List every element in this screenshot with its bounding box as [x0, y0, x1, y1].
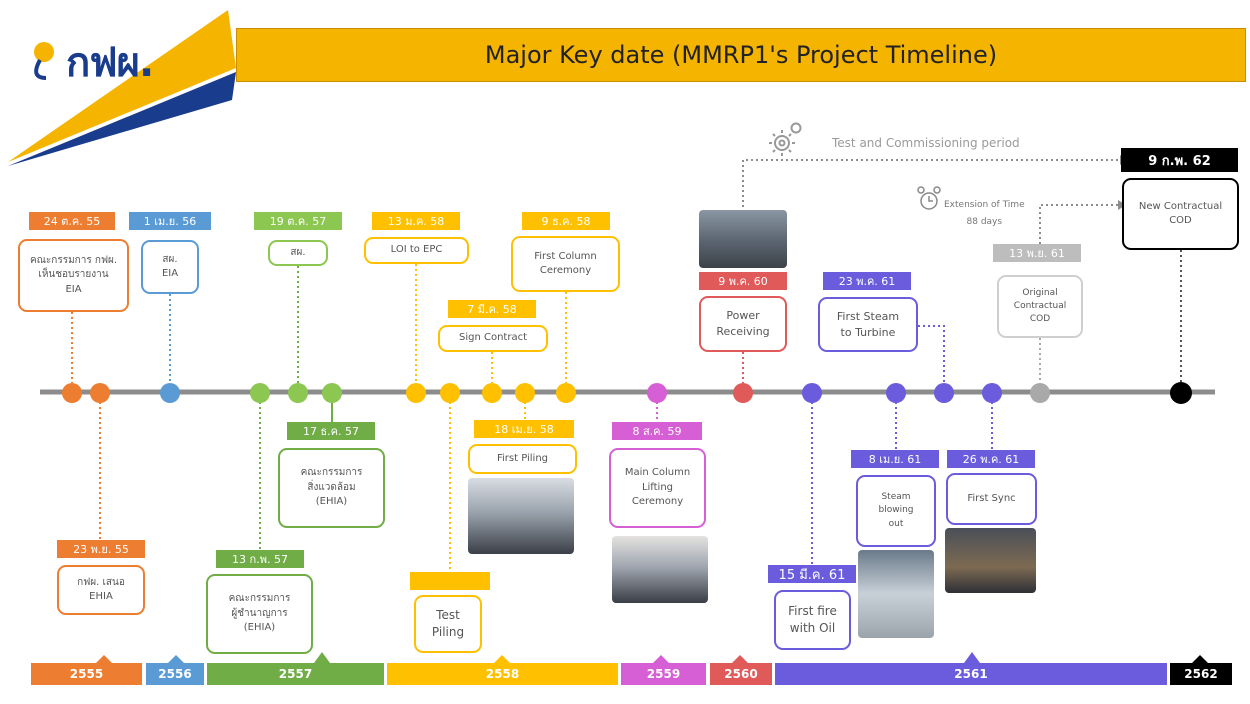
year-bar-2561: 2561	[775, 663, 1167, 685]
date-tag-e8	[410, 572, 490, 590]
alarm-clock-icon	[917, 186, 941, 210]
event-box-e16: Steam blowing out	[856, 475, 936, 547]
marker-e7	[406, 383, 426, 403]
event-box-e2: กฟผ. เสนอ EHIA	[57, 565, 145, 615]
year-bar-2558: 2558	[387, 663, 618, 685]
logo-swoosh	[8, 10, 236, 162]
date-tag-e7: 13 ม.ค. 58	[372, 212, 460, 230]
date-tag-e12: 8 ส.ค. 59	[612, 422, 702, 440]
year-bar-2562: 2562	[1170, 663, 1232, 685]
extension-of-time-note: Extension of Time 88 days	[944, 200, 1025, 228]
marker-e10	[515, 383, 535, 403]
marker-e16	[886, 383, 906, 403]
marker-e4	[288, 383, 308, 403]
event-box-e1: คณะกรรมการ กฟผ. เห็นชอบรายงาน EIA	[18, 239, 129, 312]
marker-e5	[322, 383, 342, 403]
date-tag-e4: 19 ต.ค. 57	[254, 212, 342, 230]
date-tag-e15: 23 พ.ค. 61	[823, 272, 911, 290]
date-tag-e1: 24 ต.ค. 55	[29, 212, 115, 230]
logo-emblem	[34, 42, 54, 62]
event-box-e17: First Sync	[946, 473, 1037, 525]
event-box-e6: คณะกรรมการ ผู้ชำนาญการ (EHIA)	[206, 574, 313, 654]
test-commissioning-note: Test and Commissioning period	[832, 136, 1020, 150]
year-bar-2560: 2560	[710, 663, 772, 685]
photo-first-piling	[468, 478, 574, 554]
year-bar-2556: 2556	[146, 663, 204, 685]
date-tag-e10: 18 เม.ย. 58	[474, 420, 574, 438]
date-tag-e6: 13 ก.พ. 57	[216, 550, 304, 568]
event-box-e5: คณะกรรมการ สิ่งแวดล้อม (EHIA)	[278, 448, 385, 528]
year-bar-2557: 2557	[207, 663, 384, 685]
date-tag-e11: 9 ธ.ค. 58	[522, 212, 610, 230]
marker-e11	[556, 383, 576, 403]
marker-e17	[982, 383, 1002, 403]
event-box-e4: สผ.	[268, 240, 328, 266]
event-box-e12: Main Column Lifting Ceremony	[609, 448, 706, 528]
date-tag-e19: 9 ก.พ. 62	[1121, 148, 1238, 172]
date-tag-e3: 1 เม.ย. 56	[129, 212, 211, 230]
marker-e19	[1170, 382, 1192, 404]
event-box-e18: Original Contractual COD	[997, 275, 1083, 338]
marker-e12	[647, 383, 667, 403]
date-tag-e18: 13 พ.ย. 61	[993, 244, 1081, 262]
event-box-e15: First Steam to Turbine	[818, 297, 918, 352]
marker-e3	[160, 383, 180, 403]
marker-e9	[482, 383, 502, 403]
date-tag-e2: 23 พ.ย. 55	[57, 540, 145, 558]
event-box-e19: New Contractual COD	[1122, 178, 1239, 250]
event-box-e11: First Column Ceremony	[511, 236, 620, 292]
page-title: Major Key date (MMRP1's Project Timeline…	[484, 41, 998, 69]
date-tag-e13: 9 พ.ค. 60	[699, 272, 787, 290]
title-banner: Major Key date (MMRP1's Project Timeline…	[236, 28, 1246, 82]
event-box-e10: First Piling	[468, 444, 577, 474]
year-bar-2559: 2559	[621, 663, 706, 685]
photo-power-receiving	[699, 210, 787, 268]
marker-e1	[62, 383, 82, 403]
connector-lines	[71, 159, 1182, 572]
marker-e13	[733, 383, 753, 403]
event-box-e3: สผ. EIA	[141, 240, 199, 294]
gear-icon	[769, 122, 802, 156]
logo-text: กฟผ.	[66, 40, 154, 86]
marker-e6	[250, 383, 270, 403]
timeline-markers	[62, 382, 1192, 404]
photo-first-sync	[945, 528, 1036, 593]
date-tag-e14: 15 มี.ค. 61	[768, 565, 856, 583]
date-tag-e17: 26 พ.ค. 61	[947, 450, 1035, 468]
event-box-e8: Test Piling	[414, 595, 482, 653]
year-bar-2555: 2555	[31, 663, 142, 685]
marker-e15	[934, 383, 954, 403]
event-box-e13: Power Receiving	[699, 296, 787, 352]
marker-e14	[802, 383, 822, 403]
year-arrows	[96, 652, 1208, 663]
event-box-e7: LOI to EPC	[364, 237, 469, 264]
marker-e18	[1030, 383, 1050, 403]
logo-emblem-tail	[34, 59, 47, 80]
event-box-e14: First fire with Oil	[774, 590, 851, 650]
date-tag-e9: 7 มี.ค. 58	[448, 300, 536, 318]
photo-steam-blowing	[858, 550, 934, 638]
photo-column-lifting	[612, 536, 708, 603]
marker-e2	[90, 383, 110, 403]
date-tag-e16: 8 เม.ย. 61	[851, 450, 939, 468]
marker-e8	[440, 383, 460, 403]
logo-swoosh-blue	[8, 72, 236, 166]
date-tag-e5: 17 ธ.ค. 57	[287, 422, 375, 440]
event-box-e9: Sign Contract	[438, 325, 548, 352]
